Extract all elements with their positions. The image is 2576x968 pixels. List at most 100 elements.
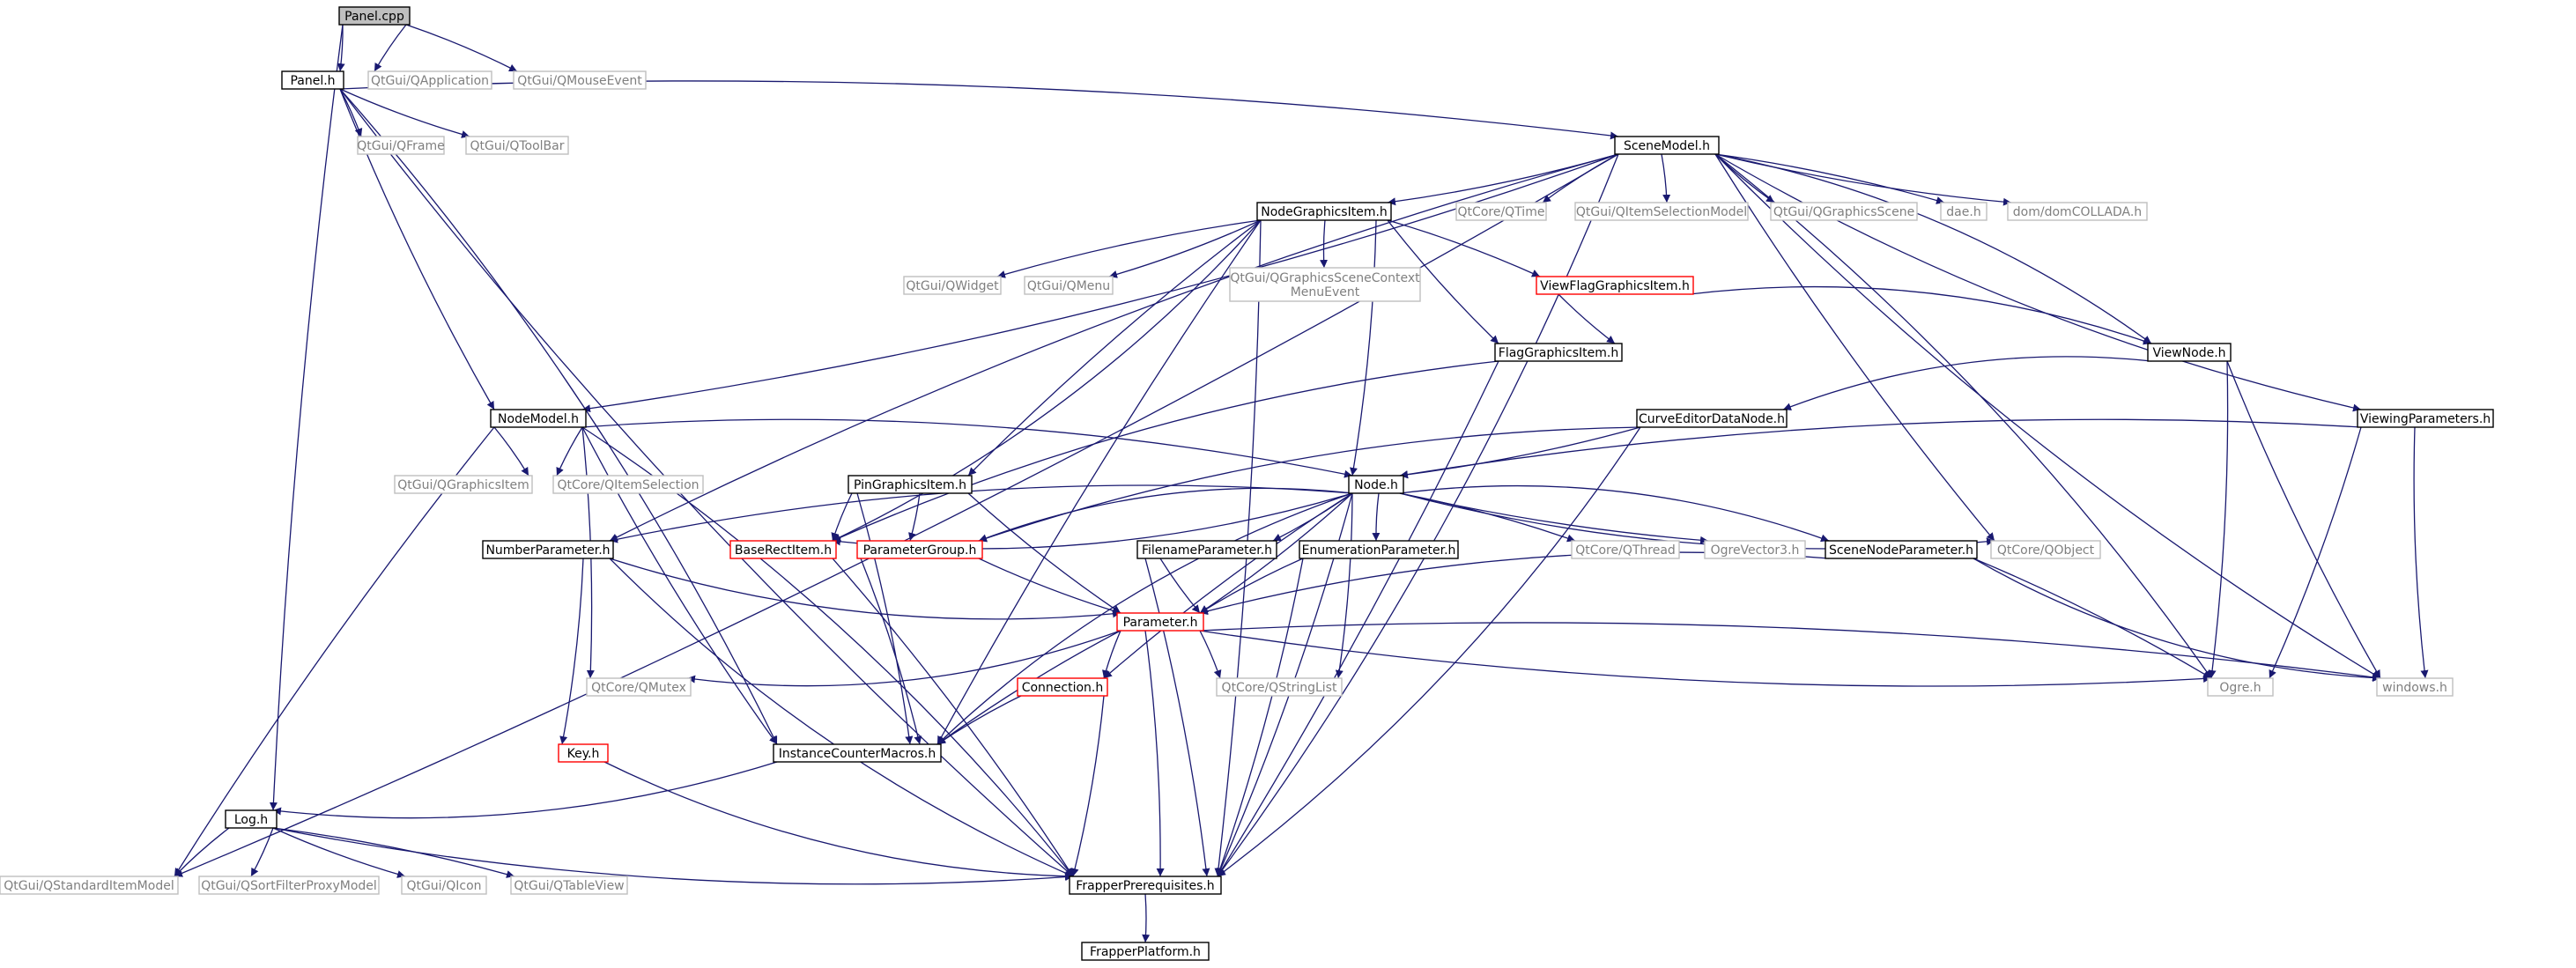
node-qobject[interactable]: QtCore/QObject — [1990, 540, 2101, 559]
node-numberparam[interactable]: NumberParameter.h — [482, 540, 614, 559]
node-qapplication[interactable]: QtGui/QApplication — [367, 70, 492, 90]
edge-scenemodel-to-frapperprereq — [1217, 153, 1619, 877]
node-qitemselectionmodel[interactable]: QtGui/QItemSelectionModel — [1574, 202, 1749, 221]
node-connection[interactable]: Connection.h — [1017, 677, 1108, 697]
node-filenameparam[interactable]: FilenameParameter.h — [1136, 540, 1277, 559]
edge-enumparam-to-parameter — [1199, 558, 1304, 614]
node-box — [1940, 202, 1988, 221]
node-paramgroup[interactable]: ParameterGroup.h — [856, 540, 983, 559]
node-box — [903, 276, 1002, 295]
edge-log-to-qicon — [272, 827, 406, 878]
edge-scenemodel-to-domcollada — [1714, 153, 2012, 206]
node-label: QtCore/QMutex — [591, 681, 686, 695]
node-viewingparams[interactable]: ViewingParameters.h — [2357, 409, 2494, 428]
node-qitemselection[interactable]: QtCore/QItemSelection — [552, 475, 704, 494]
node-label: ViewingParameters.h — [2360, 412, 2491, 426]
node-qwidget[interactable]: QtGui/QWidget — [903, 276, 1002, 295]
node-nodegraphicsitem[interactable]: NodeGraphicsItem.h — [1256, 202, 1392, 221]
edge-numberparam-to-frapperprereq — [609, 558, 1074, 877]
node-qgraphicsscene[interactable]: QtGui/QGraphicsScene — [1770, 202, 1918, 221]
node-label: QtGui/QGraphicsItem — [397, 478, 529, 492]
node-viewflag[interactable]: ViewFlagGraphicsItem.h — [1536, 276, 1694, 295]
node-scenemodel[interactable]: SceneModel.h — [1614, 136, 1720, 155]
node-panel-h[interactable]: Panel.h — [281, 70, 344, 90]
node-enumparam[interactable]: EnumerationParameter.h — [1299, 540, 1459, 559]
node-label: QtGui/QGraphicsSceneContext — [1230, 271, 1420, 285]
edge-pingraphicsitem-to-instancecounter — [856, 492, 914, 745]
node-instancecounter[interactable]: InstanceCounterMacros.h — [773, 743, 942, 763]
node-scenenodeparam[interactable]: SceneNodeParameter.h — [1825, 540, 1978, 559]
edge-paramgroup-to-instancecounter — [860, 558, 922, 745]
node-box — [2007, 202, 2148, 221]
node-label: OgreVector3.h — [1711, 543, 1800, 558]
node-qmouseevent[interactable]: QtGui/QMouseEvent — [513, 70, 647, 90]
edge-filenameparam-to-parameter — [1159, 558, 1201, 614]
edge-log-to-qstandarditemmodel — [174, 827, 230, 877]
node-frapperprereq[interactable]: FrapperPrerequisites.h — [1069, 876, 1222, 895]
edge-panel-h-to-qtoolbar — [339, 88, 470, 138]
node-parameter[interactable]: Parameter.h — [1116, 612, 1204, 632]
node-label: Log.h — [234, 813, 268, 827]
node-box — [1229, 267, 1421, 302]
node-panel-cpp[interactable]: Panel.cpp — [338, 6, 411, 26]
node-ogre[interactable]: Ogre.h — [2207, 677, 2274, 697]
node-box — [2357, 409, 2494, 428]
node-ogrevector3[interactable]: OgreVector3.h — [1704, 540, 1806, 559]
node-label: FilenameParameter.h — [1142, 543, 1272, 558]
node-label: FlagGraphicsItem.h — [1499, 346, 1618, 360]
edge-viewflag-to-flaggraphicsitem — [1558, 293, 1616, 344]
edge-filenameparam-to-frapperprereq — [1144, 558, 1210, 877]
node-label: CurveEditorDataNode.h — [1639, 412, 1785, 426]
edge-parameter-to-qstringlist — [1199, 630, 1222, 679]
node-baserectitem[interactable]: BaseRectItem.h — [729, 540, 837, 559]
node-qstandarditemmodel[interactable]: QtGui/QStandardItemModel — [0, 876, 179, 895]
node-qthread[interactable]: QtCore/QThread — [1571, 540, 1680, 559]
edge-scenemodel-to-nodegraphicsitem — [1387, 153, 1619, 206]
node-frapperplatform[interactable]: FrapperPlatform.h — [1081, 942, 1210, 961]
node-curveeditor[interactable]: CurveEditorDataNode.h — [1636, 409, 1788, 428]
edge-log-to-qsortfilter — [250, 827, 274, 877]
node-qstringlist[interactable]: QtCore/QStringList — [1216, 677, 1343, 697]
node-label: QtCore/QStringList — [1222, 681, 1337, 695]
node-qicon[interactable]: QtGui/QIcon — [401, 876, 487, 895]
node-pingraphicsitem[interactable]: PinGraphicsItem.h — [848, 475, 973, 494]
node-box — [1017, 677, 1108, 697]
node-key[interactable]: Key.h — [558, 743, 609, 763]
node-windows[interactable]: windows.h — [2376, 677, 2454, 697]
node-qmenu[interactable]: QtGui/QMenu — [1024, 276, 1114, 295]
node-flaggraphicsitem[interactable]: FlagGraphicsItem.h — [1494, 343, 1623, 362]
node-qsortfilter[interactable]: QtGui/QSortFilterProxyModel — [198, 876, 380, 895]
node-label: FrapperPlatform.h — [1090, 945, 1201, 959]
node-label: Connection.h — [1022, 681, 1104, 695]
edge-parameter-to-ogre — [1199, 630, 2212, 687]
node-dae[interactable]: dae.h — [1940, 202, 1988, 221]
node-label: NodeModel.h — [498, 412, 579, 426]
node-qtime[interactable]: QtCore/QTime — [1455, 202, 1547, 221]
node-qtableview[interactable]: QtGui/QTableView — [510, 876, 628, 895]
node-log[interactable]: Log.h — [225, 809, 278, 829]
node-box — [1024, 276, 1114, 295]
node-label: EnumerationParameter.h — [1302, 543, 1456, 558]
node-box — [1704, 540, 1806, 559]
node-qgraphicsitem[interactable]: QtGui/QGraphicsItem — [394, 475, 533, 494]
node-label: QtGui/QStandardItemModel — [4, 879, 174, 893]
node-qmutex[interactable]: QtCore/QMutex — [586, 677, 692, 697]
node-qframe[interactable]: QtGui/QFrame — [357, 136, 445, 155]
node-box — [465, 136, 569, 155]
node-box — [513, 70, 647, 90]
node-qtoolbar[interactable]: QtGui/QToolBar — [465, 136, 569, 155]
node-box — [1081, 942, 1210, 961]
node-viewnode[interactable]: ViewNode.h — [2147, 343, 2232, 362]
edge-nodemodel-to-frapperprereq — [581, 426, 1074, 877]
edge-viewnode-to-windows — [2226, 360, 2381, 679]
edge-connection-to-frapperprereq — [1070, 695, 1105, 877]
node-box — [1348, 475, 1404, 494]
node-domcollada[interactable]: dom/domCOLLADA.h — [2007, 202, 2148, 221]
edge-nodemodel-to-node — [581, 418, 1353, 478]
node-box — [490, 409, 587, 428]
edge-enumparam-to-frapperprereq — [1216, 558, 1304, 877]
node-node[interactable]: Node.h — [1348, 475, 1404, 494]
node-label: NodeGraphicsItem.h — [1261, 205, 1388, 219]
node-nodemodel[interactable]: NodeModel.h — [490, 409, 587, 428]
